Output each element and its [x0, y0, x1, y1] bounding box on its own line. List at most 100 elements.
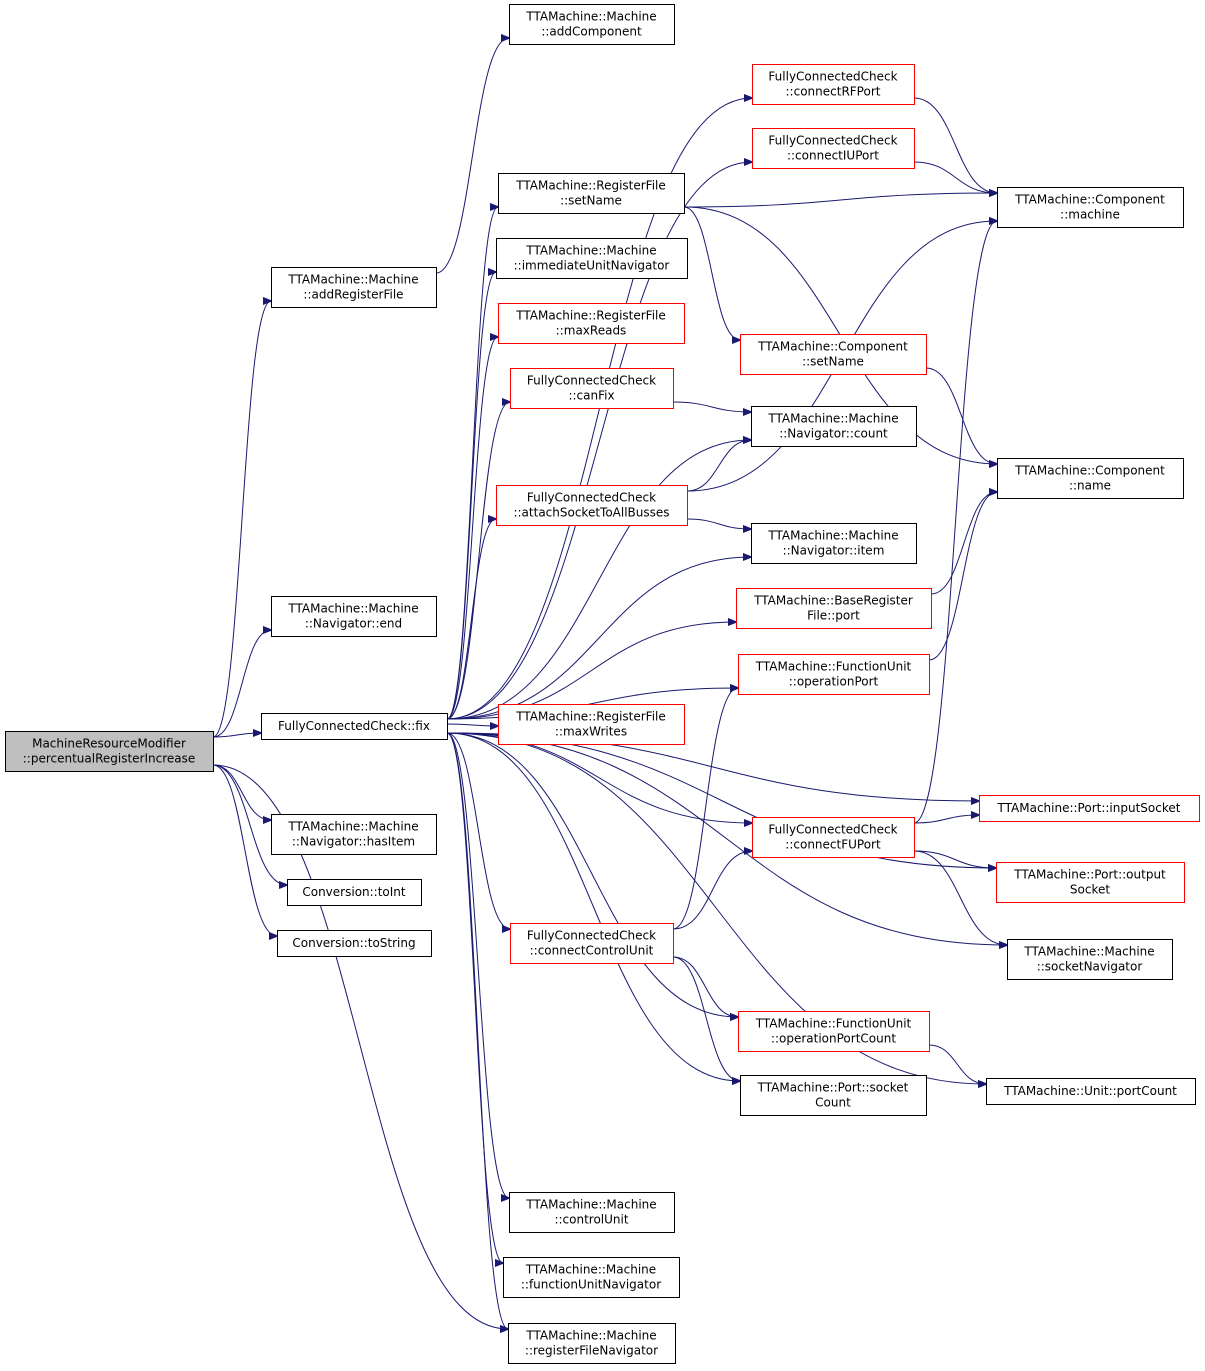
- node-control-unit[interactable]: TTAMachine::Machine::controlUnit: [509, 1192, 675, 1233]
- node-label: TTAMachine::Component: [1014, 193, 1165, 207]
- node-port-count[interactable]: TTAMachine::Unit::portCount: [986, 1078, 1196, 1105]
- node-label: TTAMachine::Component: [1014, 464, 1165, 478]
- node-socket-nav[interactable]: TTAMachine::Machine::socketNavigator: [1007, 939, 1173, 980]
- node-label: ::connectIUPort: [787, 149, 879, 163]
- node-to-int[interactable]: Conversion::toInt: [287, 879, 422, 906]
- node-root[interactable]: MachineResourceModifier::percentualRegis…: [5, 731, 214, 772]
- node-can-fix[interactable]: FullyConnectedCheck::canFix: [510, 368, 674, 409]
- edge-rf-set-name-to-comp-machine: [683, 193, 997, 208]
- node-nav-end[interactable]: TTAMachine::Machine::Navigator::end: [271, 596, 437, 637]
- edge-connect-iuport-to-comp-machine: [913, 161, 997, 193]
- edge-fix-to-control-unit: [446, 732, 509, 1198]
- node-comp-name[interactable]: TTAMachine::Component::name: [997, 458, 1184, 499]
- edge-connect-control-unit-to-socket-count: [672, 956, 740, 1081]
- edge-fix-to-imm-nav: [446, 272, 496, 720]
- edge-fix-to-connect-iuport: [446, 162, 752, 720]
- node-box: [271, 596, 437, 637]
- node-connect-control-unit[interactable]: FullyConnectedCheck::connectControlUnit: [510, 923, 674, 964]
- node-label: TTAMachine::Port::socket: [757, 1081, 909, 1095]
- node-label: TTAMachine::Port::output: [1013, 868, 1166, 882]
- node-label: ::canFix: [568, 389, 614, 403]
- node-label: ::setName: [802, 355, 864, 369]
- node-label: ::addComponent: [541, 25, 642, 39]
- edge-connect-control-unit-to-operation-port: [672, 688, 738, 930]
- node-box: [509, 1192, 675, 1233]
- node-label: ::Navigator::end: [305, 617, 402, 631]
- node-label: ::socketNavigator: [1037, 960, 1143, 974]
- node-label: TTAMachine::Component: [757, 340, 908, 354]
- node-add-component[interactable]: TTAMachine::Machine::addComponent: [509, 4, 675, 45]
- node-label: ::maxReads: [556, 324, 627, 338]
- node-operation-port[interactable]: TTAMachine::FunctionUnit::operationPort: [738, 654, 930, 695]
- edge-root-to-fix: [212, 733, 261, 738]
- node-label: TTAMachine::RegisterFile: [515, 710, 666, 724]
- nodes-layer: MachineResourceModifier::percentualRegis…: [5, 4, 1200, 1364]
- node-label: TTAMachine::Port::inputSocket: [997, 801, 1181, 815]
- node-box: [271, 814, 437, 855]
- edge-rf-set-name-to-comp-set-name: [683, 206, 740, 340]
- node-label: ::immediateUnitNavigator: [514, 259, 670, 273]
- node-label: TTAMachine::BaseRegister: [753, 594, 913, 608]
- node-add-register-file[interactable]: TTAMachine::Machine::addRegisterFile: [271, 267, 437, 308]
- edge-fix-to-max-reads: [446, 337, 498, 720]
- node-label: TTAMachine::Unit::portCount: [1003, 1084, 1177, 1098]
- node-label: ::Navigator::count: [779, 427, 888, 441]
- node-rf-set-name[interactable]: TTAMachine::RegisterFile::setName: [498, 173, 685, 214]
- node-box: [1007, 939, 1173, 980]
- node-label: TTAMachine::RegisterFile: [515, 179, 666, 193]
- node-nav-item[interactable]: TTAMachine::Machine::Navigator::item: [751, 523, 917, 564]
- node-nav-count[interactable]: TTAMachine::Machine::Navigator::count: [751, 406, 917, 447]
- edge-connect-rfport-to-comp-machine: [913, 97, 997, 193]
- node-label: ::name: [1069, 479, 1111, 493]
- node-has-item[interactable]: TTAMachine::Machine::Navigator::hasItem: [271, 814, 437, 855]
- node-label: Socket: [1070, 883, 1110, 897]
- node-imm-nav[interactable]: TTAMachine::Machine::immediateUnitNaviga…: [496, 238, 688, 279]
- node-box: [498, 303, 685, 344]
- node-label: Conversion::toString: [292, 936, 415, 950]
- node-label: TTAMachine::Machine: [767, 529, 898, 543]
- edge-fix-to-max-writes: [446, 724, 498, 726]
- node-comp-set-name[interactable]: TTAMachine::Component::setName: [740, 334, 927, 375]
- edge-fix-to-operation-port: [446, 688, 738, 720]
- node-box: [261, 713, 448, 740]
- node-label: TTAMachine::Machine: [287, 820, 418, 834]
- node-label: ::Navigator::hasItem: [292, 835, 415, 849]
- node-box: [751, 523, 917, 564]
- node-rf-nav[interactable]: TTAMachine::Machine::registerFileNavigat…: [508, 1323, 676, 1364]
- node-box: [5, 731, 214, 772]
- edge-op-port-count-to-port-count: [928, 1044, 986, 1084]
- node-connect-rfport[interactable]: FullyConnectedCheck::connectRFPort: [752, 64, 915, 105]
- edges-layer: [212, 38, 1007, 1329]
- node-box: [997, 187, 1184, 228]
- node-label: TTAMachine::RegisterFile: [515, 309, 666, 323]
- node-label: ::percentualRegisterIncrease: [23, 752, 196, 766]
- node-label: TTAMachine::Machine: [525, 10, 656, 24]
- node-fix[interactable]: FullyConnectedCheck::fix: [261, 713, 448, 740]
- edge-brf-port-to-comp-name: [930, 492, 997, 595]
- node-connect-fuport[interactable]: FullyConnectedCheck::connectFUPort: [752, 817, 915, 858]
- node-label: TTAMachine::Machine: [1023, 945, 1154, 959]
- node-box: [736, 588, 932, 629]
- node-box: [498, 704, 685, 745]
- node-connect-iuport[interactable]: FullyConnectedCheck::connectIUPort: [752, 128, 915, 169]
- node-to-string[interactable]: Conversion::toString: [277, 930, 432, 957]
- node-fu-nav[interactable]: TTAMachine::Machine::functionUnitNavigat…: [503, 1257, 680, 1298]
- node-input-socket[interactable]: TTAMachine::Port::inputSocket: [979, 795, 1200, 822]
- node-box: [979, 795, 1200, 822]
- node-label: MachineResourceModifier: [32, 737, 186, 751]
- node-label: ::connectFUPort: [785, 838, 881, 852]
- edge-fix-to-rf-nav: [446, 732, 508, 1329]
- node-comp-machine[interactable]: TTAMachine::Component::machine: [997, 187, 1184, 228]
- node-attach-socket[interactable]: FullyConnectedCheck::attachSocketToAllBu…: [496, 485, 688, 526]
- node-op-port-count[interactable]: TTAMachine::FunctionUnit::operationPortC…: [738, 1011, 930, 1052]
- node-max-writes[interactable]: TTAMachine::RegisterFile::maxWrites: [498, 704, 685, 745]
- edge-add-register-file-to-add-component: [435, 38, 509, 274]
- edge-root-to-add-register-file: [212, 301, 271, 738]
- node-box: [986, 1078, 1196, 1105]
- node-box: [510, 923, 674, 964]
- node-label: TTAMachine::Machine: [525, 244, 656, 258]
- node-max-reads[interactable]: TTAMachine::RegisterFile::maxReads: [498, 303, 685, 344]
